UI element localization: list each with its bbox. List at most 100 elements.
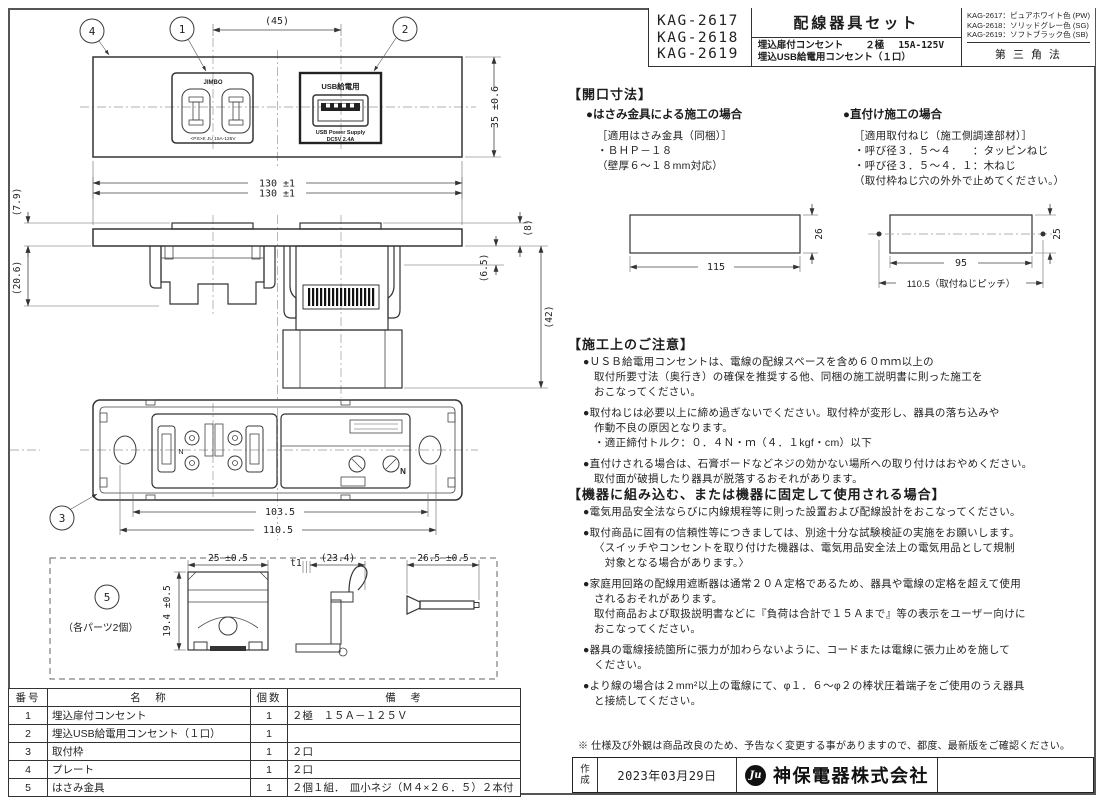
dim-115: 115 — [707, 262, 725, 273]
fixture-line: 対象となる場合があります。〉 — [594, 557, 750, 569]
color-variant: KAG-2619：ソフトブラック色 (SB) — [966, 30, 1089, 40]
col-header-number: 番号 — [8, 688, 48, 707]
table-row: 5 はさみ金具 1 ２個１組． 皿小ネジ（Ｍ４×２６．５）２本付 — [8, 778, 521, 797]
balloon-1: 1 — [169, 16, 207, 72]
section-fixture-heading: 【機器に組み込む、または機器に固定して使用される場合】 — [568, 487, 946, 502]
dim-23-4: (23.4) — [321, 553, 355, 564]
rear-view: N N 103.5 110.5 3 — [10, 399, 478, 540]
fixture-line: されるおそれがあります。 — [594, 593, 723, 605]
cell-remarks: ２極 １５Ａ－１２５Ｖ — [287, 706, 521, 725]
opening-direct-method: ●直付け施工の場合 ［適用取付ねじ（施工側調達部材）］ ・呼び径３．５～４ ：タ… — [843, 106, 1064, 189]
dim-45: (45) — [265, 16, 289, 27]
color-variants: KAG-2617：ピュアホワイト色 (PW) KAG-2618：ソリッドグレー色… — [962, 8, 1095, 66]
note-line: 取付面が破損したり器具が脱落するおそれがあります。 — [594, 473, 863, 485]
cell-number: 5 — [8, 778, 48, 797]
fixture-bullet: ●電気用品安全法ならびに内線規程等に則った設置および配線設計をおこなってください… — [583, 505, 1026, 520]
mount-hole-left — [113, 435, 137, 465]
col-header-name: 名 称 — [47, 688, 251, 707]
dim-110-5: 110.5 — [263, 525, 293, 536]
fixture-line: ●家庭用回路の配線用遮断器は通常２０Ａ定格であるため、器具や電線の定格を超えて使… — [583, 578, 1022, 590]
note-line: ●直付けされる場合は、石膏ボードなどネジの効かない場所への取り付けはおやめくださ… — [583, 458, 1033, 470]
dim-110-5-pitch: 110.5（取付ねじピッチ） — [907, 278, 1016, 290]
poles: ２極 — [865, 40, 885, 51]
note-bullet: ●直付けされる場合は、石膏ボードなどネジの効かない場所への取り付けはおやめくださ… — [583, 457, 1032, 487]
cell-name: プレート — [47, 760, 251, 779]
outlet-rating: <PS>E JU 15A-125V — [190, 136, 236, 142]
dim-26-cutout: 26 — [814, 228, 825, 240]
svg-text:3: 3 — [59, 512, 66, 525]
section-opening: ●はさみ金具による施工の場合 ［適用はさみ金具（同梱）］ ・ＢＨＰ－１８ （壁厚… — [586, 106, 1096, 189]
note-line: ●ＵＳＢ給電用コンセントは、電線の配線スペースを含め６０ｍｍ以上の — [583, 356, 934, 368]
dim-20-6: (20.6) — [12, 261, 23, 295]
fixture-line: おこなってください。 — [594, 623, 702, 635]
dim-103-5: 103.5 — [265, 507, 295, 518]
dim-7-9: (7.9) — [12, 188, 23, 217]
fixture-line: 〈スイッチやコンセントを取り付けた機器は、電気用品安全法上の電気用品として規制 — [594, 542, 1015, 554]
company-logo-icon: Ju — [745, 764, 766, 786]
table-row: 3 取付枠 1 ２口 — [8, 742, 521, 761]
section-notes-heading: 【施工上のご注意】 — [568, 337, 695, 352]
usb-body-section — [282, 245, 403, 389]
created-label: 作 成 — [573, 758, 598, 792]
cell-remarks: ２個１組． 皿小ネジ（Ｍ４×２６．５）２本付 — [287, 778, 521, 797]
dim-25-cutout: 25 — [1052, 228, 1063, 239]
cell-name: 埋込USB給電用コンセント（１口） — [47, 724, 251, 743]
model-number: KAG-2617 — [657, 13, 739, 29]
cell-number: 3 — [8, 742, 48, 761]
col-header-remarks: 備 考 — [287, 688, 521, 707]
footer-empty-cell — [938, 758, 1093, 792]
outlet-brand: JIMBO — [203, 80, 222, 86]
balloon-2: 2 — [373, 16, 418, 72]
model-number: KAG-2619 — [657, 46, 739, 62]
svg-text:2: 2 — [402, 23, 409, 36]
clamp-side — [295, 565, 368, 657]
fixture-line: ください。 — [594, 659, 648, 671]
projection-method: 第 三 角 法 — [966, 41, 1090, 62]
dim-8: (8) — [523, 219, 534, 236]
fixture-bullet: ●家庭用回路の配線用遮断器は通常２０Ａ定格であるため、器具や電線の定格を超えて使… — [583, 577, 1026, 637]
fixture-bullet: ●より線の場合は２mm²以上の電線にて、φ１．６～φ２の棒状圧着端子をご使用のう… — [583, 679, 1026, 709]
note-line: ・適正締付トルク：０．４Ｎ・ｍ（４．１kgf・cm）以下 — [594, 437, 872, 449]
cell-number: 1 — [8, 706, 48, 725]
dim-42: (42) — [544, 306, 555, 329]
mount-hole-right — [418, 435, 442, 465]
mounting-frame — [92, 399, 463, 501]
cell-qty: 1 — [250, 778, 288, 797]
outlet-body-section — [149, 245, 276, 305]
svg-text:5: 5 — [104, 591, 111, 604]
model-numbers: KAG-2617 KAG-2618 KAG-2619 — [649, 8, 751, 66]
color-variant: KAG-2618：ソリッドグレー色 (SG) — [966, 20, 1089, 30]
note-line: ●取付ねじは必要以上に締め過ぎないでください。取付枠が変形し、器具の落ち込みや — [583, 407, 1000, 419]
model-number: KAG-2618 — [657, 29, 739, 46]
dim-6-5: (6.5) — [479, 254, 490, 283]
opening-right-line: ・呼び径３．５～４．１：木ねじ — [854, 160, 1016, 172]
opening-right-line: （取付枠ねじ穴の外外で止めてください。） — [854, 175, 1065, 187]
note-line: おこなってください。 — [594, 386, 702, 398]
product-title: 配線器具セット — [751, 8, 961, 38]
revision-footnote: ※ 仕様及び外観は商品改良のため、予告なく変更する事がありますので、都度、最新版… — [578, 741, 1071, 752]
fixture-bullet: ●器具の電線接続箇所に張力が加わらないように、コードまたは電線に張力止めを施して… — [583, 643, 1026, 673]
company-cell: Ju 神保電器株式会社 — [737, 758, 938, 792]
opening-left-line: ［適用はさみ金具（同梱）］ — [597, 130, 733, 142]
footer-block: 作 成 2023年03月29日 Ju 神保電器株式会社 — [572, 757, 1094, 793]
cell-qty: 1 — [250, 760, 288, 779]
cell-name: 取付枠 — [47, 742, 251, 761]
usb-module: USB給電用 USB Power Supply DC5V 2.4A — [298, 71, 383, 145]
created-date: 2023年03月29日 — [598, 758, 737, 792]
balloon-4: 4 — [79, 18, 110, 56]
note-bullet: ●取付ねじは必要以上に締め過ぎないでください。取付枠が変形し、器具の落ち込みや … — [583, 406, 1032, 451]
terminal-n-right: N — [400, 467, 406, 476]
fixture-line: ●より線の場合は２mm²以上の電線にて、φ１．６～φ２の棒状圧着端子をご使用のう… — [583, 680, 1025, 692]
front-view: JIMBO <PS>E JU 15A-125V USB給電用 USB Power… — [79, 16, 501, 200]
outlet-module: JIMBO <PS>E JU 15A-125V — [171, 72, 254, 144]
faceplate — [92, 56, 463, 158]
cell-qty: 1 — [250, 724, 288, 743]
plate-section — [92, 228, 463, 247]
screw-hole-right — [1040, 231, 1046, 237]
outlet-rear: N — [151, 413, 278, 489]
item-line2: 埋込USB給電用コンセント（１口） — [757, 52, 911, 63]
cell-remarks — [287, 724, 521, 743]
dim-t1: t1 — [290, 558, 302, 569]
